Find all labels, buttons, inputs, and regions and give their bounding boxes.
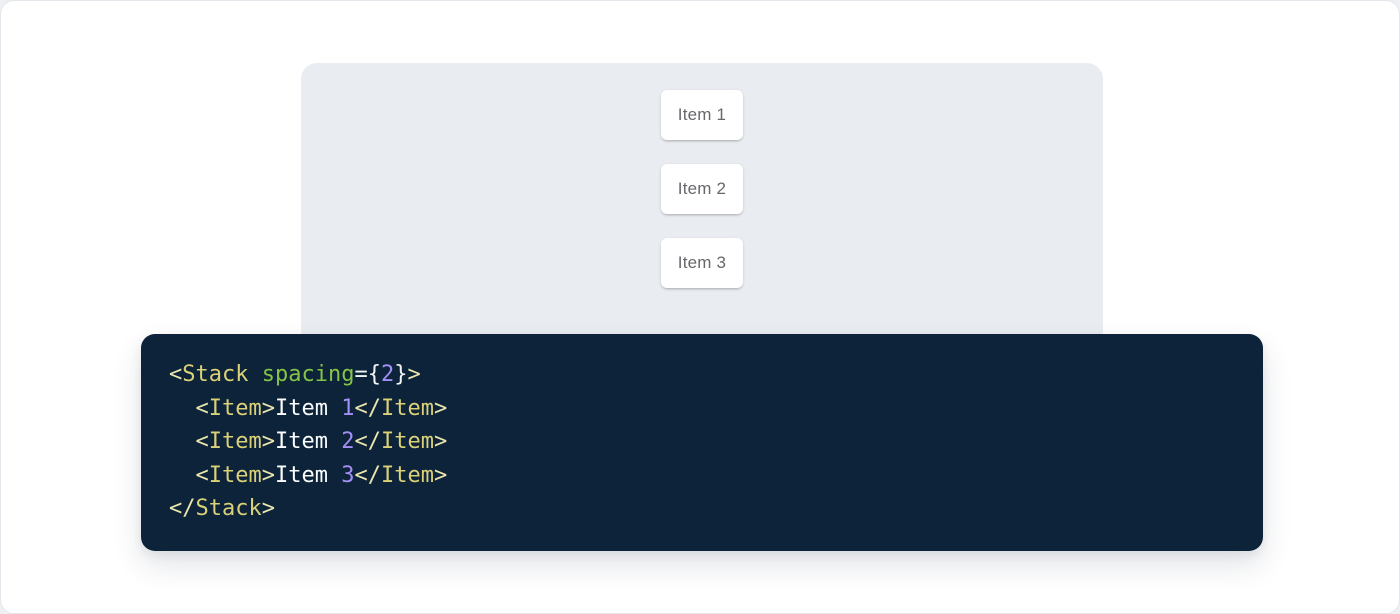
- code-token: <: [169, 362, 183, 387]
- stack-item-card: Item 3: [661, 238, 743, 288]
- code-token: Stack: [182, 362, 249, 387]
- code-token: <: [195, 395, 209, 421]
- code-token: >: [433, 395, 448, 421]
- code-token: Item: [380, 395, 434, 421]
- code-token: </: [354, 429, 381, 454]
- code-line: <Item>Item 2</Item>: [169, 425, 1235, 459]
- code-block: <Stack spacing={2}> <Item>Item 1</Item> …: [141, 334, 1263, 551]
- code-token: >: [261, 496, 275, 521]
- code-token: =: [354, 362, 368, 387]
- stack-item-label: Item 2: [677, 179, 727, 198]
- code-token: >: [433, 429, 448, 454]
- code-token: Item: [274, 462, 342, 488]
- code-token: {: [367, 362, 381, 387]
- code-token: Item: [274, 395, 342, 421]
- code-token: Item: [274, 429, 342, 454]
- code-token: >: [407, 362, 421, 387]
- code-token: [248, 362, 261, 387]
- demo-panel: Item 1 Item 2 Item 3: [301, 63, 1103, 347]
- code-line: <Item>Item 1</Item>: [169, 392, 1235, 426]
- code-token: Item: [208, 429, 262, 454]
- stack-item-label: Item 3: [677, 253, 727, 272]
- code-token: 3: [341, 462, 355, 488]
- code-token: Stack: [195, 496, 262, 521]
- code-token: </: [354, 395, 381, 421]
- code-token: <: [195, 462, 209, 488]
- code-token: }: [394, 362, 408, 387]
- stack-item-card: Item 1: [661, 90, 743, 140]
- code-token: >: [261, 462, 275, 488]
- code-token: 1: [341, 395, 355, 421]
- code-token: </: [354, 462, 381, 488]
- code-token: Item: [208, 395, 262, 421]
- code-token: 2: [380, 362, 395, 387]
- code-token: Item: [208, 462, 262, 488]
- code-token: Item: [380, 462, 434, 488]
- code-token: [169, 429, 196, 454]
- stack-item-card: Item 2: [661, 164, 743, 214]
- code-line: <Item>Item 3</Item>: [169, 459, 1235, 493]
- code-line: <Stack spacing={2}>: [169, 358, 1235, 392]
- code-token: >: [433, 462, 448, 488]
- code-token: spacing: [261, 362, 355, 387]
- stack-item-label: Item 1: [677, 105, 727, 124]
- code-token: </: [169, 496, 196, 521]
- code-token: Item: [380, 429, 434, 454]
- code-token: [169, 396, 196, 421]
- code-line: </Stack>: [169, 492, 1235, 526]
- code-token: >: [261, 429, 275, 454]
- stack-container: Item 1 Item 2 Item 3: [301, 90, 1103, 288]
- code-token: >: [261, 395, 275, 421]
- code-token: <: [195, 429, 209, 454]
- code-token: 2: [341, 429, 355, 454]
- code-token: [169, 463, 196, 488]
